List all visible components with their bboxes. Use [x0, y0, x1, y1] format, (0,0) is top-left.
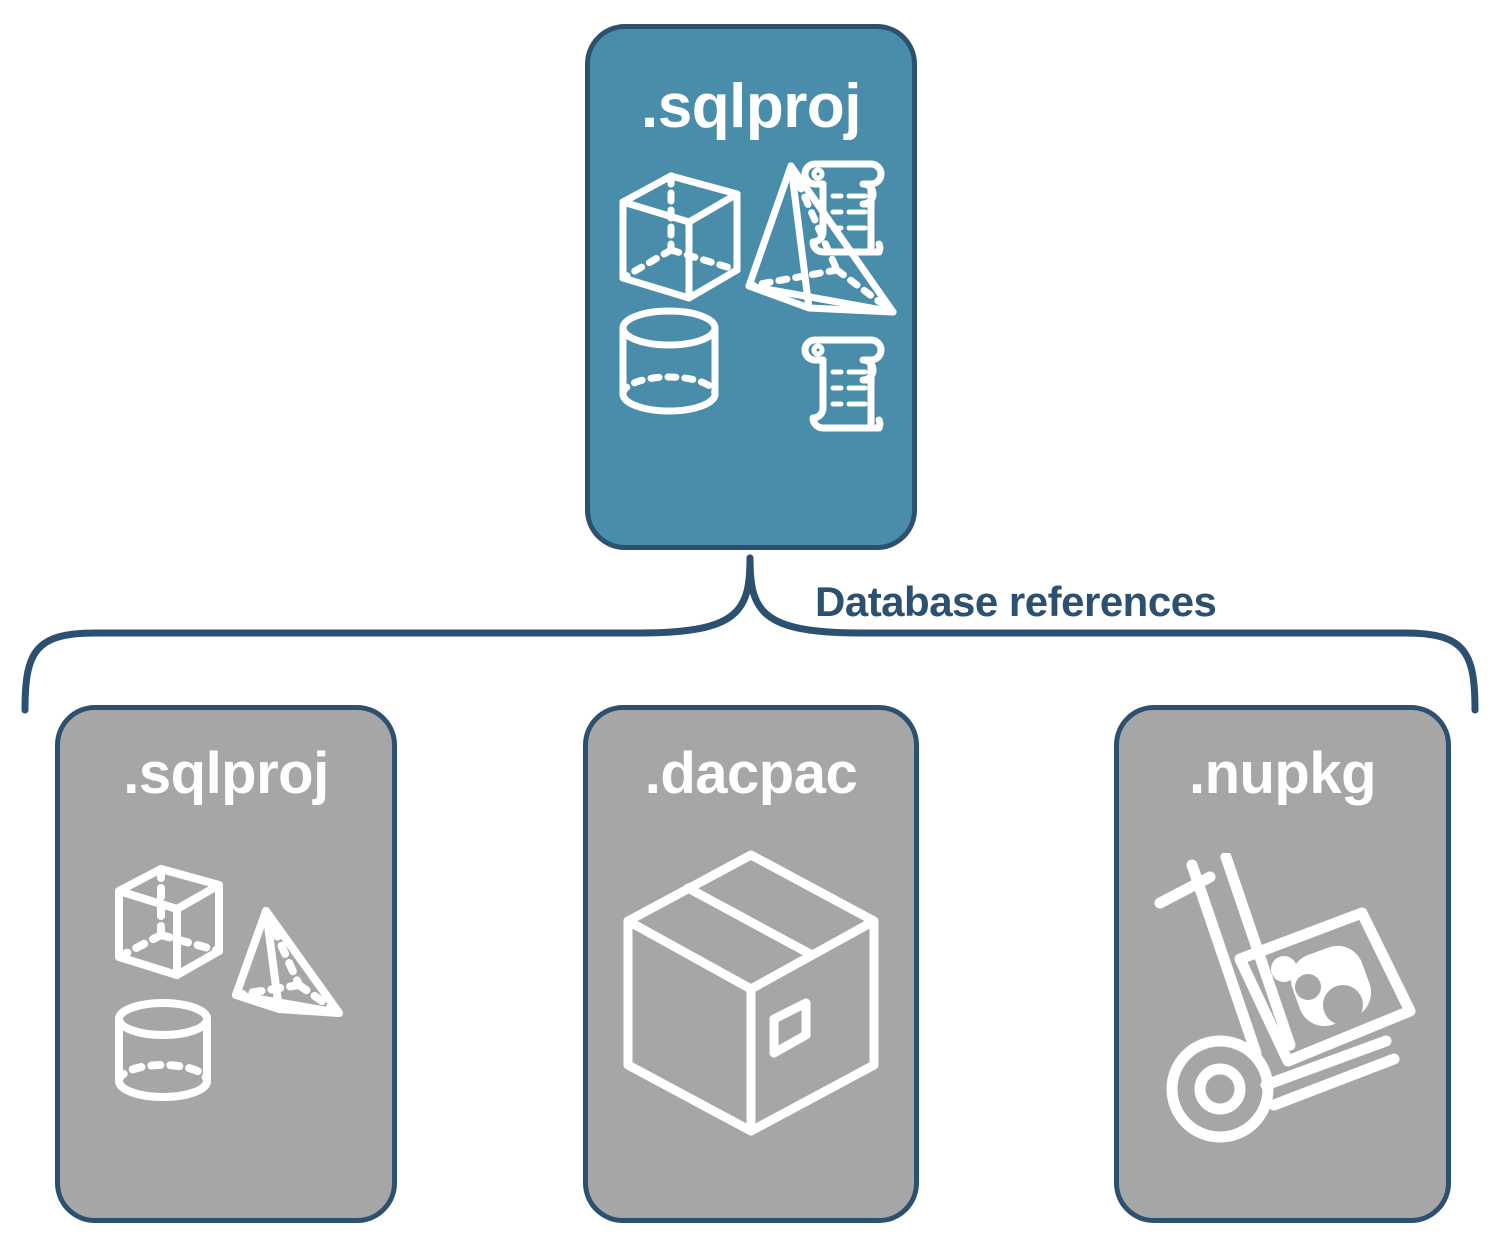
node-card-nupkg[interactable]: .nupkg [1114, 705, 1451, 1223]
database-references-bracket [21, 554, 1479, 714]
node-label-nupkg: .nupkg [1188, 741, 1377, 806]
node-artwork-dacpac [588, 807, 914, 1218]
node-card-sqlproj-reference[interactable]: .sqlproj [55, 705, 397, 1223]
scroll-script-icon [801, 336, 885, 432]
source-icon-cluster [619, 160, 897, 432]
cube-wireframe-icon [619, 172, 741, 302]
cylinder-wireframe-icon [619, 307, 719, 415]
bracket-label-database-references: Database references [815, 578, 1217, 625]
hand-truck-package-icon [1154, 853, 1415, 1143]
node-card-sqlproj-source[interactable]: .sqlproj [585, 24, 917, 550]
node-label-sqlproj-reference: .sqlproj [123, 741, 329, 806]
pyramid-wireframe-icon [232, 907, 343, 1017]
node-artwork-source [590, 142, 912, 545]
shapes-icon-cluster [115, 865, 343, 1101]
node-artwork-sqlproj-reference [60, 807, 392, 1218]
scroll-script-icon [801, 160, 885, 256]
node-label-dacpac: .dacpac [644, 741, 858, 806]
node-artwork-nupkg [1119, 807, 1446, 1218]
cylinder-wireframe-icon [115, 999, 211, 1101]
cube-wireframe-icon [115, 865, 223, 979]
package-box-icon [623, 850, 879, 1136]
node-card-dacpac[interactable]: .dacpac [583, 705, 919, 1223]
pyramid-wireframe-icon [745, 162, 897, 316]
node-label-sqlproj-source: .sqlproj [641, 72, 861, 141]
